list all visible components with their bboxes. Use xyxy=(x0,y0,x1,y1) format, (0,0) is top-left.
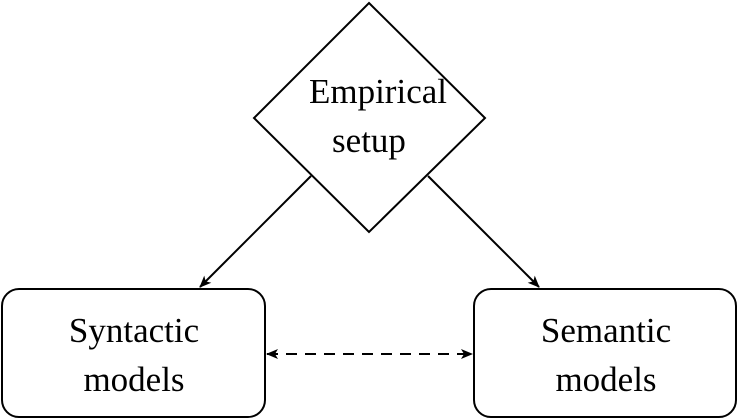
semantic-models-label-line2: models xyxy=(555,360,656,399)
syntactic-models-node: Syntactic models xyxy=(1,288,266,418)
empirical-setup-diamond xyxy=(252,1,487,234)
edge-empirical-to-semantic xyxy=(427,175,540,288)
syntactic-models-label-line1: Syntactic xyxy=(69,311,199,350)
semantic-models-node: Semantic models xyxy=(473,288,737,418)
edge-empirical-to-syntactic xyxy=(199,175,312,288)
semantic-models-box xyxy=(473,288,737,418)
syntactic-models-box xyxy=(1,288,266,418)
semantic-models-label-line1: Semantic xyxy=(541,311,671,350)
empirical-setup-node: Empirical setup xyxy=(252,1,487,234)
empirical-setup-label-line2: setup xyxy=(332,121,406,160)
empirical-setup-label-line1: Empirical xyxy=(309,72,447,111)
syntactic-models-label-line2: models xyxy=(83,360,184,399)
